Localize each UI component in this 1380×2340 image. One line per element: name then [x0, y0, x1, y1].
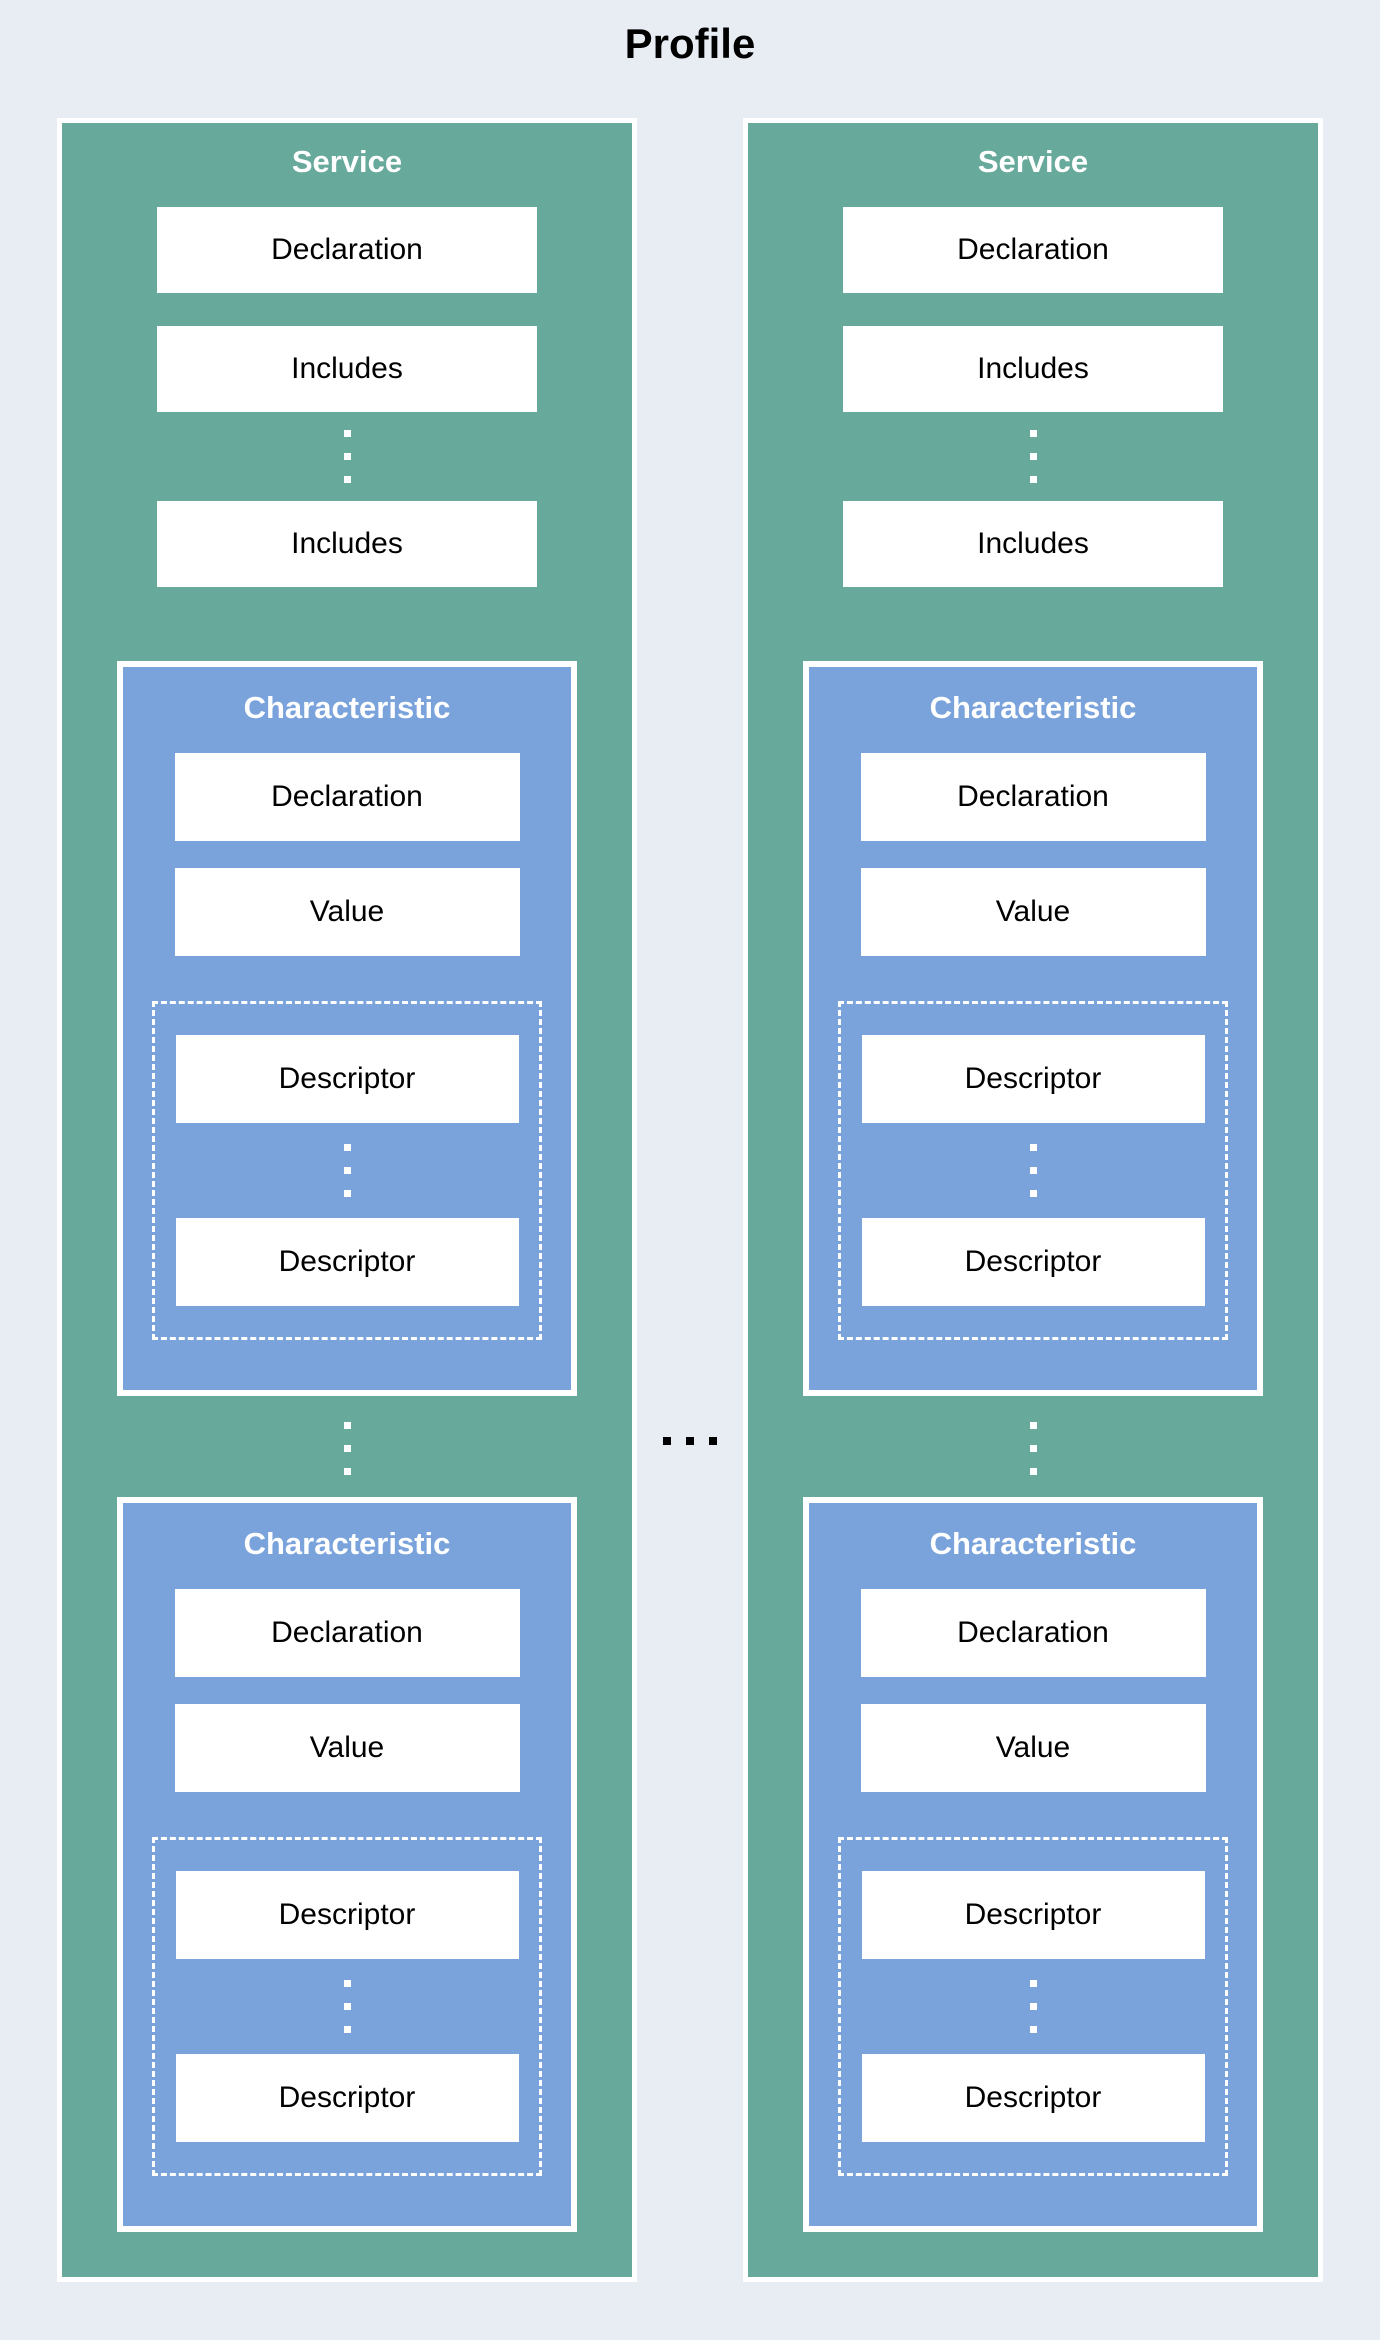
characteristic-declaration-box: Declaration: [174, 1589, 520, 1677]
descriptor-box: Descriptor: [861, 1871, 1205, 1959]
ellipsis-dot: [343, 1167, 351, 1174]
characteristic-title: Characteristic: [929, 1526, 1137, 1561]
descriptor-box: Descriptor: [175, 1218, 519, 1306]
ellipsis-dot: [1029, 1190, 1037, 1197]
ellipsis-dot: [343, 1190, 351, 1197]
vertical-ellipsis: [748, 430, 1318, 483]
ellipsis-dot: [709, 1437, 717, 1445]
ellipsis-dot: [343, 1468, 351, 1475]
ellipsis-dot: [1029, 2026, 1037, 2033]
ellipsis-dot: [663, 1437, 671, 1445]
characteristic-declaration-box: Declaration: [174, 753, 520, 841]
characteristic-title: Characteristic: [929, 690, 1137, 725]
descriptor-box: Descriptor: [175, 1871, 519, 1959]
vertical-ellipsis: [155, 1144, 539, 1197]
characteristic-title: Characteristic: [243, 1526, 451, 1561]
characteristic-block: Characteristic Declaration Value Descrip…: [803, 1497, 1263, 2232]
descriptor-box: Descriptor: [175, 1035, 519, 1123]
vertical-ellipsis: [748, 1422, 1318, 1475]
ellipsis-dot: [343, 476, 351, 483]
ellipsis-dot: [686, 1437, 694, 1445]
ellipsis-dot: [1029, 430, 1037, 437]
value-box: Value: [860, 868, 1206, 956]
ellipsis-dot: [1029, 453, 1037, 460]
ellipsis-dot: [343, 1144, 351, 1151]
service-block-left: Service Declaration Includes Includes Ch…: [57, 118, 637, 2282]
ellipsis-dot: [1029, 1422, 1037, 1429]
value-box: Value: [174, 1704, 520, 1792]
horizontal-ellipsis: [0, 1437, 1380, 1445]
descriptor-group: Descriptor Descriptor: [152, 1001, 542, 1340]
value-box: Value: [860, 1704, 1206, 1792]
vertical-ellipsis: [841, 1144, 1225, 1197]
ellipsis-dot: [343, 2003, 351, 2010]
descriptor-box: Descriptor: [861, 1218, 1205, 1306]
ellipsis-dot: [1029, 1167, 1037, 1174]
vertical-ellipsis: [155, 1980, 539, 2033]
characteristic-block: Characteristic Declaration Value Descrip…: [803, 661, 1263, 1396]
includes-box: Includes: [843, 501, 1223, 587]
ellipsis-dot: [343, 1445, 351, 1452]
vertical-ellipsis: [62, 1422, 632, 1475]
characteristic-block: Characteristic Declaration Value Descrip…: [117, 661, 577, 1396]
includes-box: Includes: [157, 501, 537, 587]
service-declaration-box: Declaration: [157, 207, 537, 293]
descriptor-box: Descriptor: [861, 2054, 1205, 2142]
characteristic-title: Characteristic: [243, 690, 451, 725]
ellipsis-dot: [1029, 1445, 1037, 1452]
ellipsis-dot: [343, 453, 351, 460]
ellipsis-dot: [343, 2026, 351, 2033]
service-title: Service: [977, 144, 1089, 179]
descriptor-box: Descriptor: [861, 1035, 1205, 1123]
service-title: Service: [291, 144, 403, 179]
characteristic-block: Characteristic Declaration Value Descrip…: [117, 1497, 577, 2232]
diagram-body: Service Declaration Includes Includes Ch…: [57, 118, 1323, 2282]
ellipsis-dot: [1029, 1468, 1037, 1475]
characteristic-declaration-box: Declaration: [860, 753, 1206, 841]
service-declaration-box: Declaration: [843, 207, 1223, 293]
service-block-right: Service Declaration Includes Includes Ch…: [743, 118, 1323, 2282]
page-title: Profile: [624, 20, 756, 67]
descriptor-group: Descriptor Descriptor: [838, 1001, 1228, 1340]
descriptor-group: Descriptor Descriptor: [838, 1837, 1228, 2176]
descriptor-group: Descriptor Descriptor: [152, 1837, 542, 2176]
vertical-ellipsis: [841, 1980, 1225, 2033]
value-box: Value: [174, 868, 520, 956]
includes-box: Includes: [843, 326, 1223, 412]
ellipsis-dot: [1029, 1980, 1037, 1987]
ellipsis-dot: [1029, 476, 1037, 483]
vertical-ellipsis: [62, 430, 632, 483]
characteristic-declaration-box: Declaration: [860, 1589, 1206, 1677]
includes-box: Includes: [157, 326, 537, 412]
ellipsis-dot: [343, 430, 351, 437]
ellipsis-dot: [343, 1980, 351, 1987]
ellipsis-dot: [343, 1422, 351, 1429]
ellipsis-dot: [1029, 2003, 1037, 2010]
ellipsis-dot: [1029, 1144, 1037, 1151]
descriptor-box: Descriptor: [175, 2054, 519, 2142]
